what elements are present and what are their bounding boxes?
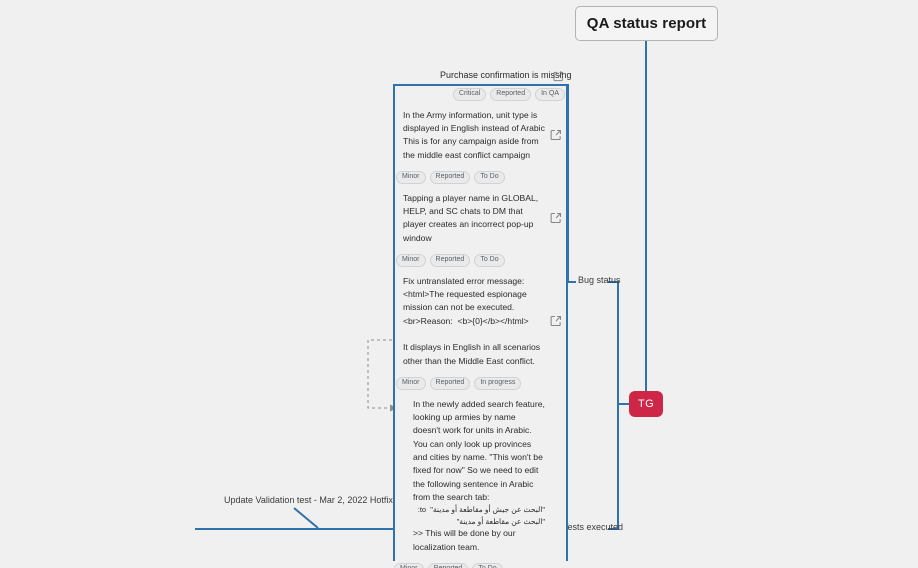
issue-card-text: Fix untranslated error message: <html>Th…: [403, 275, 541, 366]
branch-label-tests-executed[interactable]: Tests executed: [563, 522, 624, 532]
external-link-icon[interactable]: [550, 315, 562, 327]
group-node-tg[interactable]: TG: [629, 391, 663, 417]
issue-text-part: In the newly added search feature, looki…: [413, 398, 548, 502]
issue-card-text: In the Army information, unit type is di…: [403, 109, 548, 160]
branch-label-bug-status[interactable]: Bug status: [578, 275, 621, 285]
external-link-icon[interactable]: [553, 71, 564, 82]
issue-card-body: Tapping a player name in GLOBAL, HELP, a…: [395, 187, 566, 252]
issue-tag: Minor: [394, 563, 424, 568]
issue-card-body: In the Army information, unit type is di…: [395, 104, 566, 169]
connector-bug-status-left: [568, 281, 576, 283]
connector-branch-spine: [617, 281, 619, 529]
issue-tag: Reported: [429, 171, 471, 184]
issue-text-arabic-replacement: "البحث عن مقاطعة أو مدينة": [456, 516, 545, 526]
issue-card-body: In the newly added search feature, looki…: [395, 393, 566, 561]
external-link-icon[interactable]: [550, 129, 562, 141]
card-header-title[interactable]: Purchase confirmation is missing: [440, 70, 572, 80]
issue-card-body: Fix untranslated error message: <html>Th…: [395, 270, 566, 375]
issue-tag: Minor: [396, 171, 426, 184]
issue-tag: Reported: [427, 563, 469, 568]
issue-tag: Minor: [396, 254, 426, 267]
connector-card-stack-trunk: [567, 84, 569, 281]
issue-tag: To Do: [474, 171, 505, 184]
issue-tag: Critical: [452, 88, 487, 101]
connector-bug-status-right: [608, 281, 619, 283]
issue-tag: To Do: [474, 254, 505, 267]
connector-tests-executed-right: [608, 528, 619, 530]
issue-card-text: In the newly added search feature, looki…: [413, 398, 545, 554]
root-node-label: QA status report: [586, 15, 707, 32]
issue-tag: Reported: [490, 88, 532, 101]
issue-tag: Reported: [429, 376, 471, 390]
branch-label-update-validation[interactable]: Update Validation test - Mar 2, 2022 Hot…: [224, 495, 393, 505]
connector-tests-baseline: [195, 528, 561, 530]
issue-card-text: Tapping a player name in GLOBAL, HELP, a…: [403, 192, 541, 243]
group-node-label: TG: [638, 398, 654, 410]
issue-text-arabic-original: "البحث عن جيش أو مقاطعة أو مدينة" to:: [417, 505, 545, 515]
issue-text-note: >> This will be done by our localization…: [413, 528, 518, 552]
root-node[interactable]: QA status report: [575, 6, 718, 41]
issue-tag: In QA: [535, 88, 565, 101]
issue-tag: Reported: [429, 254, 471, 267]
issue-tag: In progress: [474, 376, 522, 390]
connector-tg-left-stub: [618, 403, 631, 405]
connector-root-to-tg: [645, 41, 647, 393]
issue-tag: Minor: [396, 376, 426, 390]
issue-tag: To Do: [472, 563, 503, 568]
icon-placeholder: [550, 470, 562, 482]
external-link-icon[interactable]: [550, 212, 562, 224]
